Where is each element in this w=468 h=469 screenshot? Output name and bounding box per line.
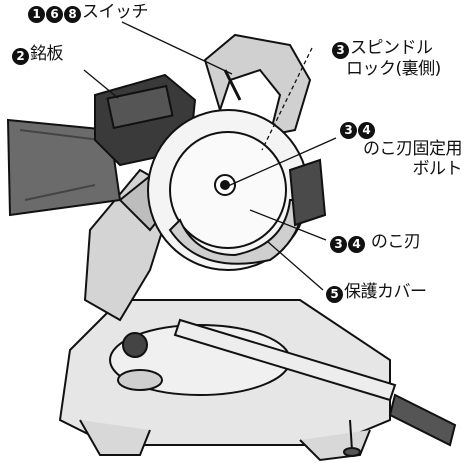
saw-fence	[173, 318, 457, 457]
blade-bolt-line2: ボルト	[412, 159, 463, 179]
leader-lines	[83, 21, 337, 291]
circled-number-icon: 2	[12, 48, 29, 65]
circled-number-icon: 3	[340, 122, 357, 139]
circled-number-icon: 3	[332, 42, 349, 59]
motor-housing	[94, 73, 197, 167]
nameplate-label: 銘板	[30, 44, 64, 64]
circled-number-icon: 6	[46, 6, 63, 23]
circled-number-icon: 4	[358, 122, 375, 139]
battery	[288, 158, 327, 227]
blade-bolt-line1: のこ刃固定用	[363, 139, 463, 159]
switch-label: スイッチ	[82, 2, 149, 22]
spindle-lock-line1: スピンドル	[350, 38, 433, 58]
circled-number-icon: 3	[330, 236, 347, 253]
guard-label: 保護カバー	[344, 282, 427, 302]
circled-number-icon: 5	[326, 286, 343, 303]
spindle-lock-line2: ロック(裏側)	[346, 59, 441, 79]
circled-number-icon: 4	[348, 236, 365, 253]
dust-bag	[6, 118, 122, 217]
circled-number-icon: 1	[28, 6, 45, 23]
blade-label: のこ刃	[370, 232, 421, 252]
blade-bolt	[214, 174, 236, 196]
circled-number-icon: 8	[64, 6, 81, 23]
